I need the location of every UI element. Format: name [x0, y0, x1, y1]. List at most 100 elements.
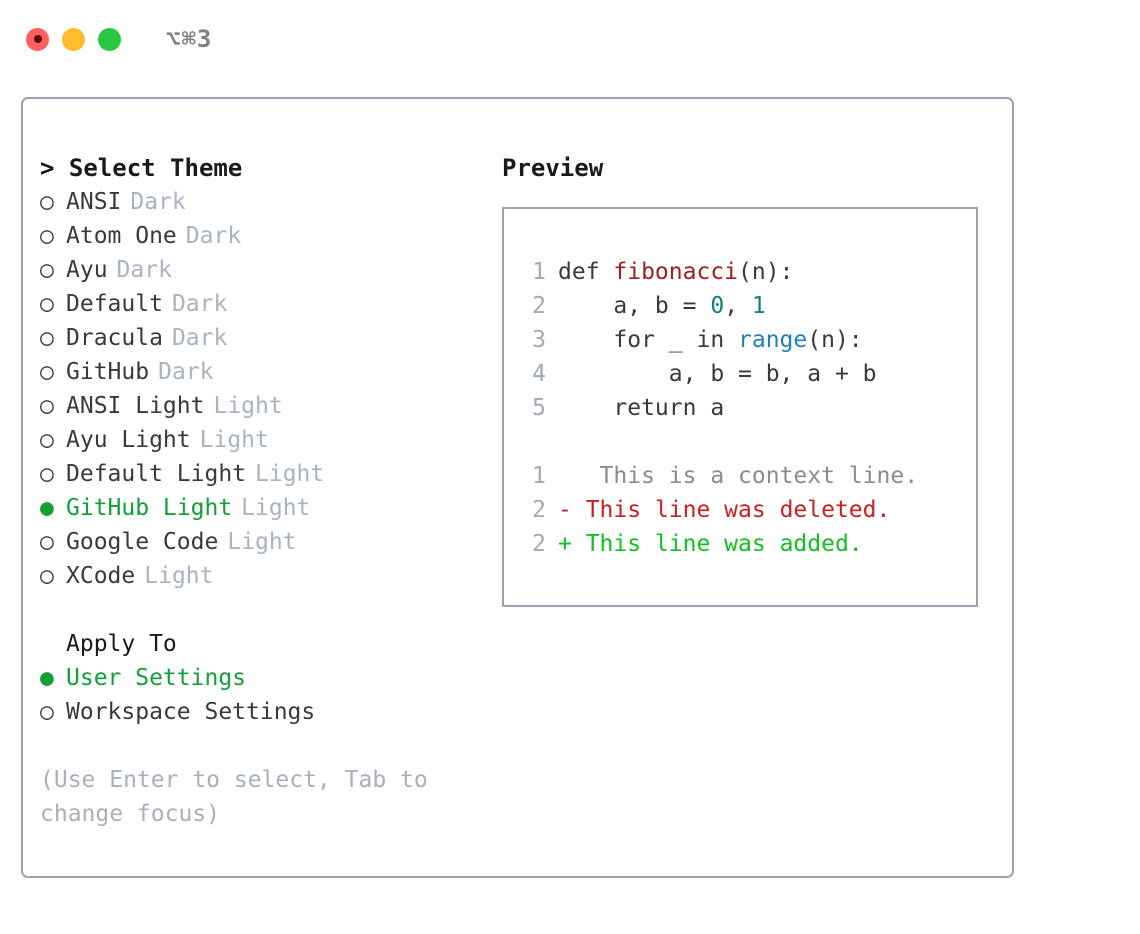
line-number: 2	[532, 531, 546, 557]
theme-option-xcode[interactable]: ○ XCode Light	[40, 559, 480, 593]
theme-option-variant: Light	[144, 563, 214, 589]
theme-option-variant: Light	[241, 495, 311, 521]
theme-option-variant: Dark	[116, 257, 172, 283]
code-line: 3 for _ in range(n):	[516, 323, 976, 357]
diff-line-text: This is a context line.	[571, 463, 919, 489]
theme-option-google-code[interactable]: ○ Google Code Light	[40, 525, 480, 559]
radio-selected-icon: ●	[40, 665, 54, 691]
radio-unselected-icon: ○	[40, 359, 54, 385]
theme-option-label: Google Code	[66, 529, 219, 555]
token-plain: return a	[558, 395, 725, 421]
theme-option-variant: Dark	[171, 325, 228, 351]
theme-option-label: Ayu	[66, 257, 108, 283]
code-line: 1 def fibonacci(n):	[516, 255, 976, 289]
theme-option-variant: Light	[255, 461, 325, 487]
theme-option-label: GitHub Light	[66, 495, 233, 521]
diff-line-deleted: 2- This line was deleted.	[516, 493, 976, 527]
code-line: 2 a, b = 0, 1	[516, 289, 976, 323]
radio-unselected-icon: ○	[40, 291, 54, 317]
theme-option-label: XCode	[66, 563, 136, 589]
line-number: 2	[532, 293, 546, 319]
token-num: 0	[710, 293, 725, 319]
code-diff-spacer	[516, 425, 976, 459]
diff-line-context: 1 This is a context line.	[516, 459, 976, 493]
title-bar: ⌥⌘3	[0, 0, 1140, 78]
theme-option-default-light[interactable]: ○ Default Light Light	[40, 457, 480, 491]
theme-option-label: Default Light	[66, 461, 247, 487]
radio-unselected-icon: ○	[40, 529, 54, 555]
apply-to-option-user-settings[interactable]: ● User Settings	[40, 661, 480, 695]
minimize-button[interactable]	[62, 27, 85, 51]
token-num: 1	[751, 293, 766, 319]
apply-to-section: Apply To ● User Settings ○ Workspace Settin…	[40, 627, 480, 729]
close-button[interactable]	[26, 27, 49, 51]
maximize-button[interactable]	[98, 27, 121, 51]
code-line-text: def fibonacci(n):	[558, 255, 793, 289]
theme-option-dracula[interactable]: ○ Dracula Dark	[40, 321, 480, 355]
token-plain: for _ in	[558, 327, 739, 353]
token-plain: ,	[724, 293, 752, 319]
theme-option-label: GitHub	[66, 359, 150, 385]
radio-unselected-icon: ○	[40, 427, 54, 453]
line-number: 1	[532, 463, 546, 489]
diff-line-text: This line was deleted.	[571, 497, 891, 523]
theme-option-label: Ayu Light	[66, 427, 191, 453]
window-controls	[26, 27, 121, 51]
theme-option-variant: Dark	[171, 291, 228, 317]
apply-to-option-workspace-settings[interactable]: ○ Workspace Settings	[40, 695, 480, 729]
line-number: 1	[532, 259, 546, 285]
diff-marker: +	[558, 531, 572, 557]
diff-sample: 1 This is a context line.2- This line wa…	[516, 459, 976, 561]
token-plain: def	[558, 259, 614, 285]
theme-option-variant: Dark	[185, 223, 242, 249]
code-line: 5 return a	[516, 391, 976, 425]
diff-marker: -	[558, 497, 572, 523]
radio-unselected-icon: ○	[40, 699, 54, 725]
token-plain: a, b = b, a + b	[558, 361, 877, 387]
theme-option-label: ANSI Light	[66, 393, 205, 419]
theme-option-label: ANSI	[66, 189, 122, 215]
radio-unselected-icon: ○	[40, 393, 54, 419]
radio-unselected-icon: ○	[40, 461, 54, 487]
radio-unselected-icon: ○	[40, 223, 54, 249]
diff-line-text: This line was added.	[571, 531, 863, 557]
apply-to-list: ● User Settings ○ Workspace Settings	[40, 661, 480, 729]
theme-option-label: Dracula	[66, 325, 163, 351]
theme-option-github-light[interactable]: ● GitHub Light Light	[40, 491, 480, 525]
line-number: 2	[532, 497, 546, 523]
theme-option-variant: Dark	[158, 359, 214, 385]
token-func: fibonacci	[613, 259, 739, 285]
radio-selected-icon: ●	[40, 495, 54, 521]
code-line-text: a, b = b, a + b	[558, 357, 877, 391]
token-plain: a, b =	[558, 293, 711, 319]
select-theme-header: > Select Theme	[40, 154, 243, 182]
diff-marker	[558, 459, 572, 493]
preview-header: Preview	[502, 154, 604, 182]
radio-unselected-icon: ○	[40, 325, 54, 351]
token-builtin: range	[738, 327, 808, 353]
theme-option-github[interactable]: ○ GitHub Dark	[40, 355, 480, 389]
code-line-text: for _ in range(n):	[558, 323, 862, 357]
apply-to-option-label: User Settings	[66, 665, 247, 691]
keyboard-hint: (Use Enter to select, Tab to change focu…	[40, 767, 442, 827]
diff-line-added: 2 + This line was added.	[516, 527, 976, 561]
code-line: 4 a, b = b, a + b	[516, 357, 976, 391]
theme-option-variant: Light	[227, 529, 297, 555]
radio-unselected-icon: ○	[40, 563, 54, 589]
apply-to-option-label: Workspace Settings	[66, 699, 316, 725]
apply-to-title: Apply To	[66, 631, 177, 657]
code-line-text: a, b = 0, 1	[558, 289, 766, 323]
line-number: 3	[532, 327, 546, 353]
